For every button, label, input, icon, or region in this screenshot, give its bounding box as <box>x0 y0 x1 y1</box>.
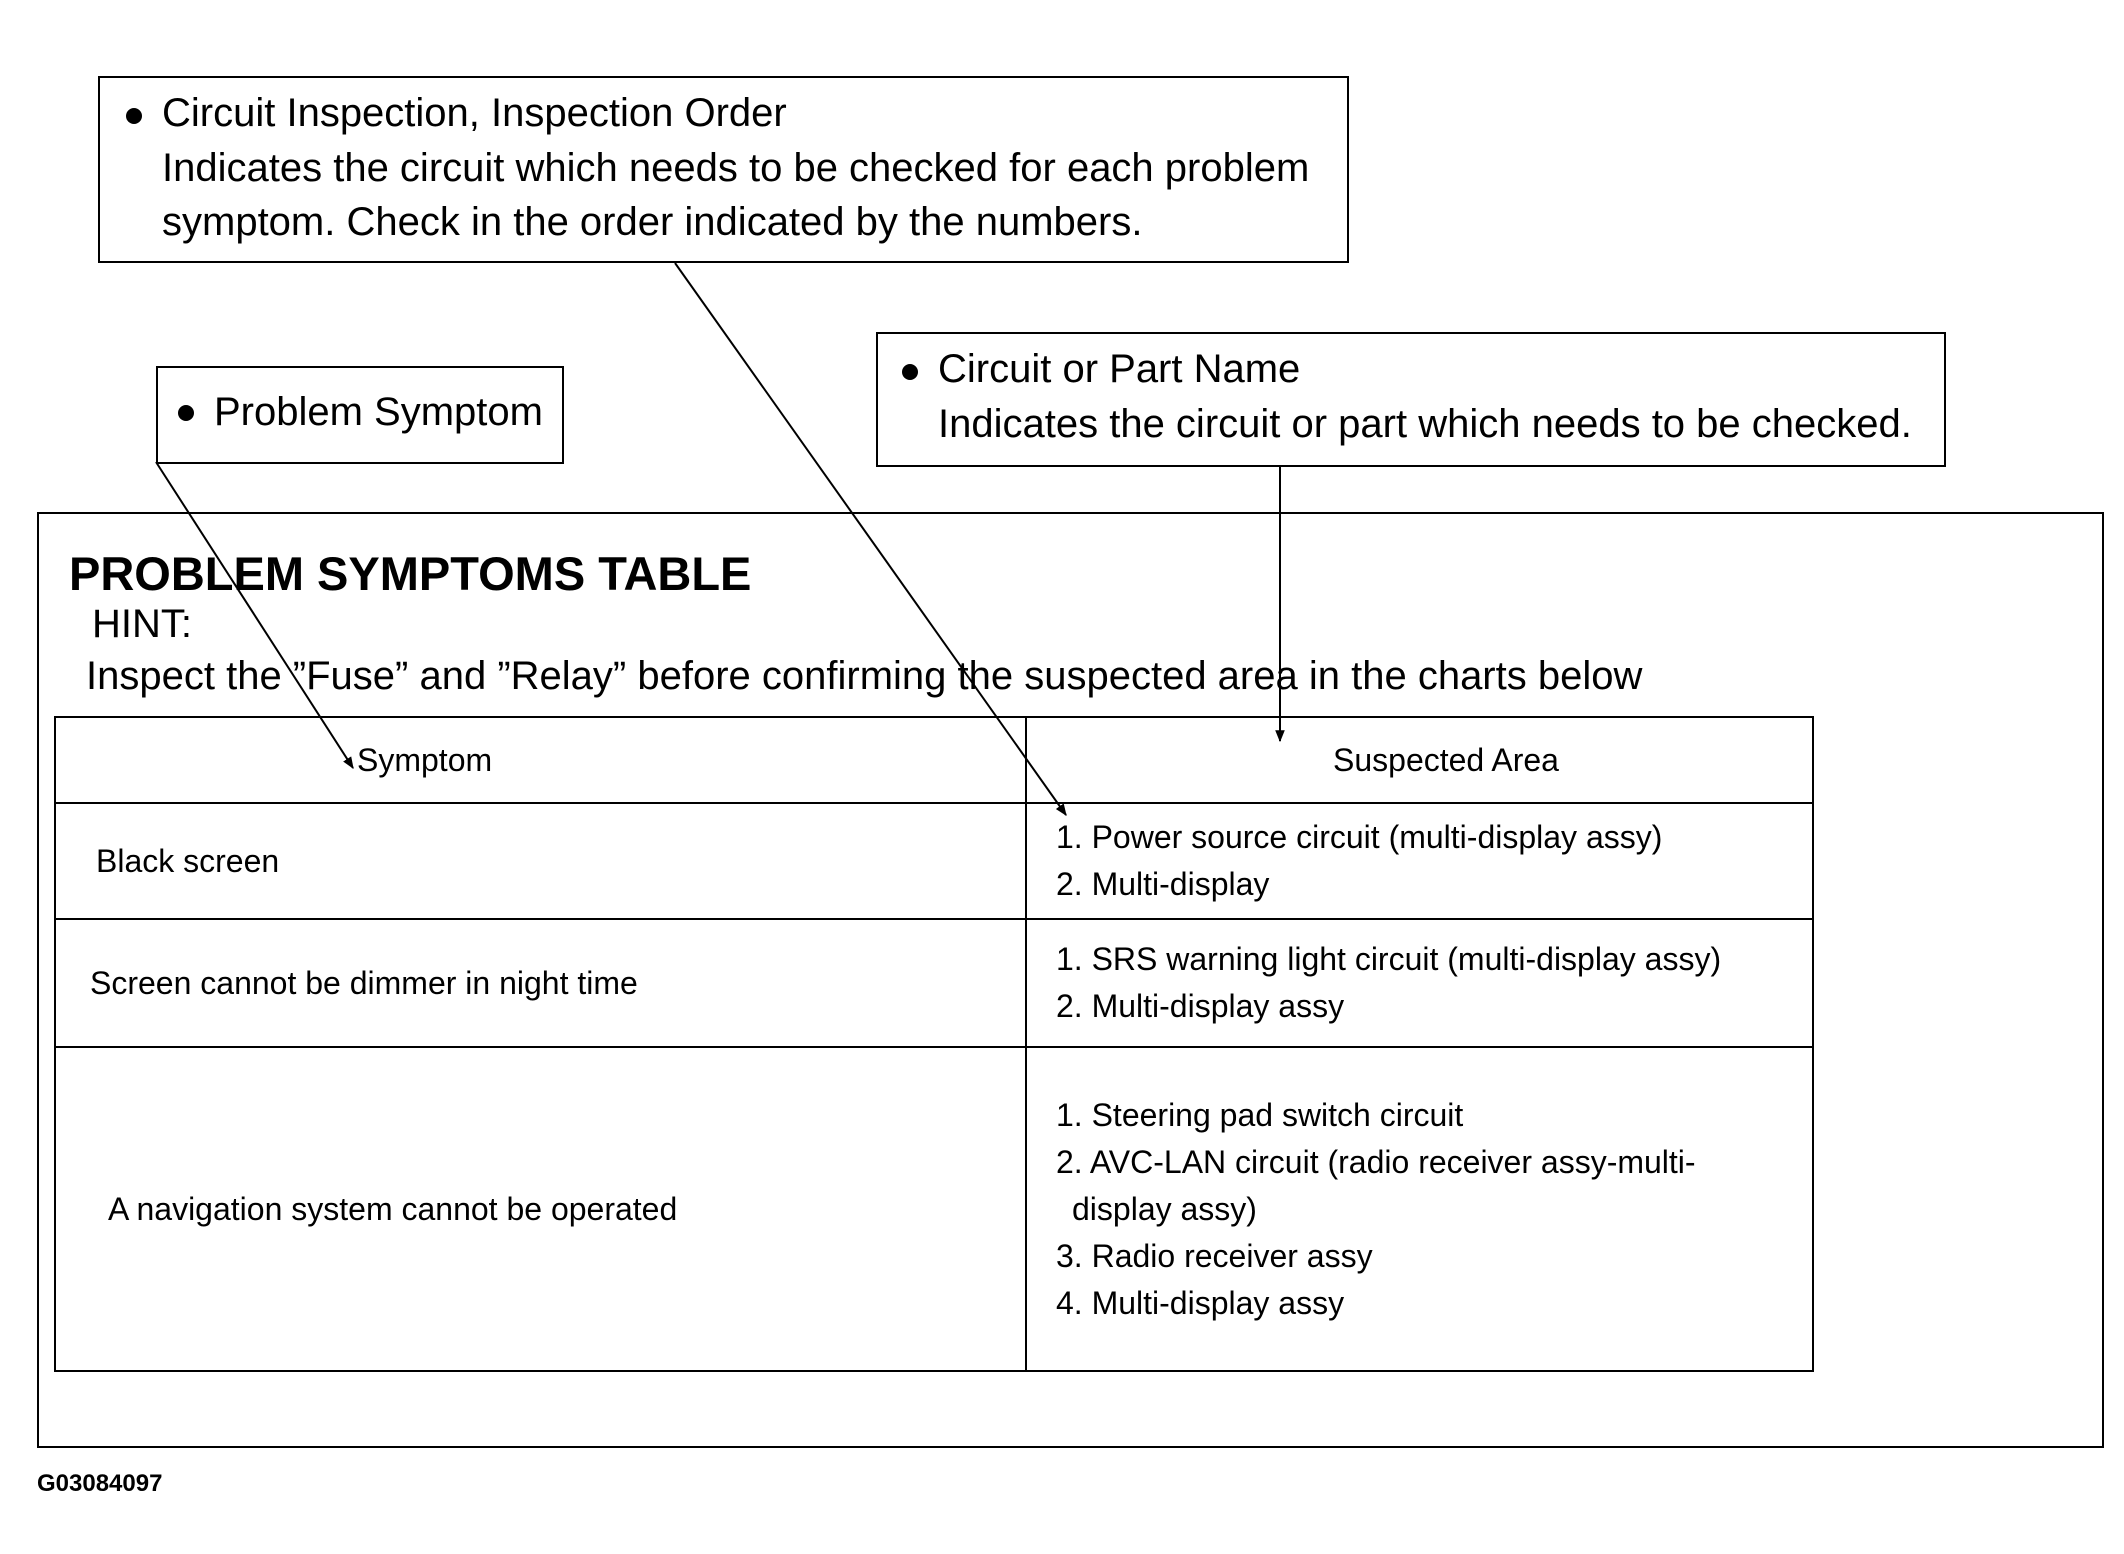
area-item: 2. Multi-display <box>1056 866 1270 902</box>
hint-label: HINT: <box>92 602 192 646</box>
header-symptom-label: Symptom <box>357 741 493 778</box>
callout-part-title: Circuit or Part Name <box>938 347 1301 391</box>
table-header-row: Symptom Suspected Area <box>54 716 1814 804</box>
area-item: 2. Multi-display assy <box>1056 988 1345 1024</box>
callout-problem-symptom: Problem Symptom <box>156 366 564 464</box>
hint-text: Inspect the ”Fuse” and ”Relay” before co… <box>86 654 1643 698</box>
callout-inspection-line2: symptom. Check in the order indicated by… <box>162 200 1143 244</box>
bullet-icon <box>126 108 142 124</box>
suspected-area-cell: 1. Power source circuit (multi-display a… <box>1025 802 1814 920</box>
area-item: display assy) <box>1072 1190 1257 1227</box>
callout-inspection-title: Circuit Inspection, Inspection Order <box>162 91 787 135</box>
arrow-symptom <box>155 461 354 770</box>
table-row: Black screen 1. Power source circuit (mu… <box>54 802 1814 920</box>
area-item: 4. Multi-display assy <box>1056 1284 1345 1321</box>
header-area-label: Suspected Area <box>1333 741 1559 778</box>
area-item: 1. SRS warning light circuit (multi-disp… <box>1056 941 1722 977</box>
bullet-icon <box>178 405 194 421</box>
suspected-area-cell: 1. SRS warning light circuit (multi-disp… <box>1025 918 1814 1048</box>
table-title: PROBLEM SYMPTOMS TABLE <box>69 547 752 600</box>
callout-part-line1: Indicates the circuit or part which need… <box>938 402 1912 446</box>
header-suspected-area: Suspected Area <box>1025 716 1814 804</box>
table-row: A navigation system cannot be operated 1… <box>54 1046 1814 1372</box>
area-item: 1. Power source circuit (multi-display a… <box>1056 819 1663 855</box>
problem-symptoms-table: Symptom Suspected Area Black screen 1. P… <box>54 716 1814 1372</box>
callout-inspection-line1: Indicates the circuit which needs to be … <box>162 146 1310 190</box>
table-row: Screen cannot be dimmer in night time 1.… <box>54 918 1814 1048</box>
symptom-cell: A navigation system cannot be operated <box>54 1046 1027 1372</box>
callout-inspection-order: Circuit Inspection, Inspection Order Ind… <box>98 76 1349 263</box>
callout-circuit-part-name: Circuit or Part Name Indicates the circu… <box>876 332 1946 467</box>
suspected-area-cell: 1. Steering pad switch circuit 2. AVC-LA… <box>1025 1046 1814 1372</box>
callout-symptom-title: Problem Symptom <box>214 390 543 434</box>
area-item: 2. AVC-LAN circuit (radio receiver assy-… <box>1056 1143 1696 1180</box>
arrow-inspection-order <box>674 262 1067 816</box>
symptom-cell: Screen cannot be dimmer in night time <box>54 918 1027 1048</box>
bullet-icon <box>902 364 918 380</box>
symptom-cell: Black screen <box>54 802 1027 920</box>
area-item: 1. Steering pad switch circuit <box>1056 1096 1464 1133</box>
header-symptom: Symptom <box>54 716 1027 804</box>
figure-id: G03084097 <box>37 1470 163 1497</box>
area-item: 3. Radio receiver assy <box>1056 1237 1373 1274</box>
